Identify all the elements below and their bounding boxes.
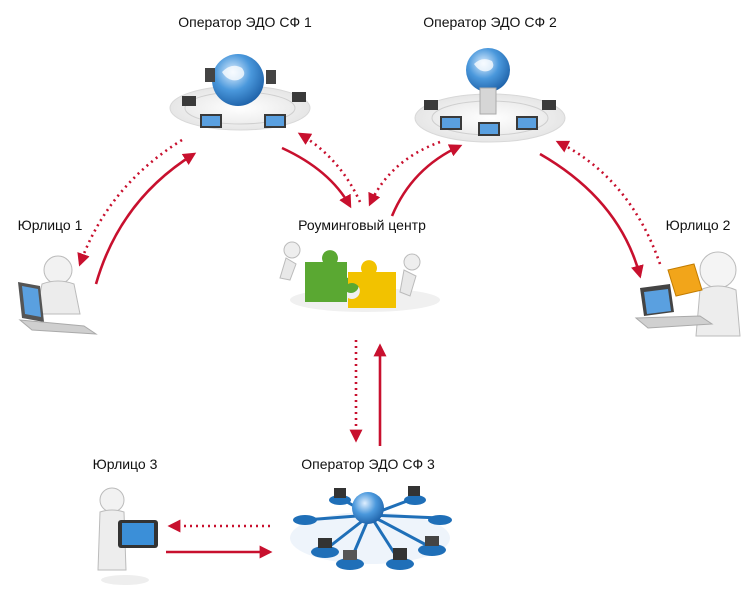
entity1-icon	[18, 255, 98, 335]
operator1-icon	[169, 54, 311, 131]
roaming-center-icon	[279, 241, 440, 312]
arrows	[77, 132, 662, 559]
arrow-roaming-to-operator2	[390, 144, 463, 217]
operator3-icon	[290, 486, 452, 570]
entity1-label: Юрлицо 1	[17, 217, 83, 233]
roaming-center-label: Роуминговый центр	[298, 217, 426, 233]
entity2-icon	[634, 251, 741, 337]
arrow-entity1-to-operator1	[94, 152, 197, 285]
operator1-label: Оператор ЭДО СФ 1	[178, 14, 312, 30]
entity3-icon	[97, 487, 158, 585]
arrow-operator2-to-entity2	[539, 152, 644, 279]
arrow-operator1-to-entity1	[77, 138, 183, 267]
operator2-icon	[414, 48, 566, 143]
operator3-label: Оператор ЭДО СФ 3	[301, 456, 435, 472]
arrow-operator1-to-roaming	[281, 146, 352, 209]
entity3-label: Юрлицо 3	[92, 456, 158, 472]
arrow-roaming-to-operator1	[297, 132, 362, 203]
arrow-entity2-to-operator2	[555, 140, 662, 265]
arrow-operator2-to-roaming	[368, 140, 441, 207]
operator2-label: Оператор ЭДО СФ 2	[423, 14, 557, 30]
entity2-label: Юрлицо 2	[665, 217, 731, 233]
